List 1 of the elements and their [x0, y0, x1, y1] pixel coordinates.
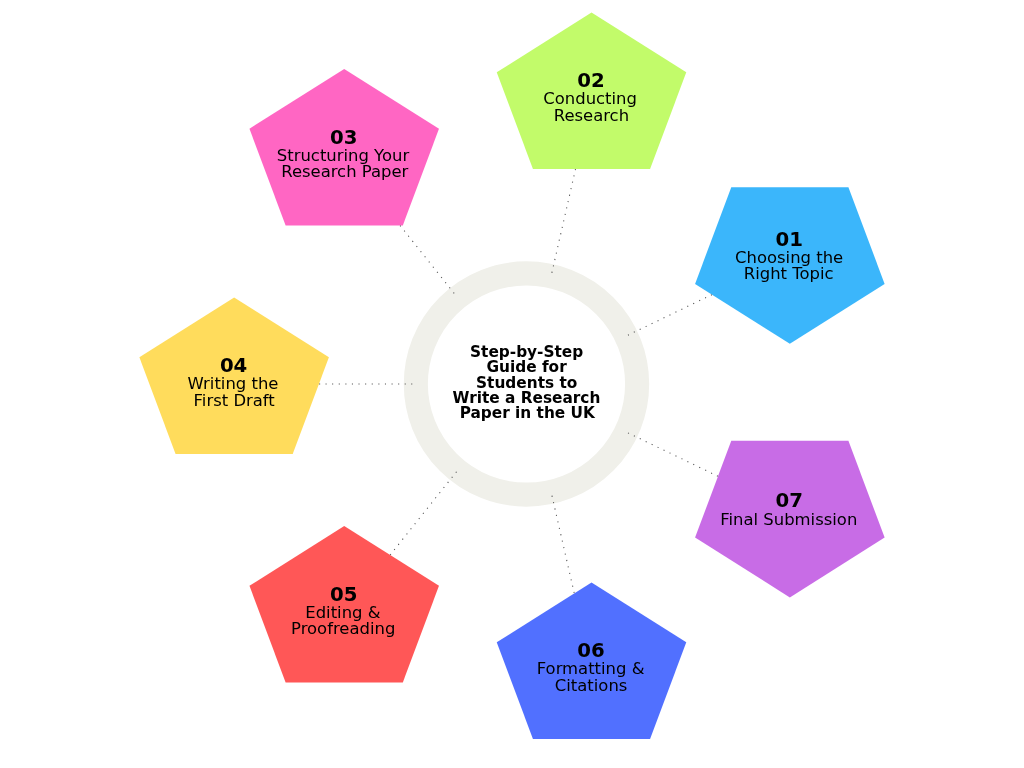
- node-circle: Step-by-Step Guide for Students to Write a Research Paper in the UK: [403, 261, 650, 507]
